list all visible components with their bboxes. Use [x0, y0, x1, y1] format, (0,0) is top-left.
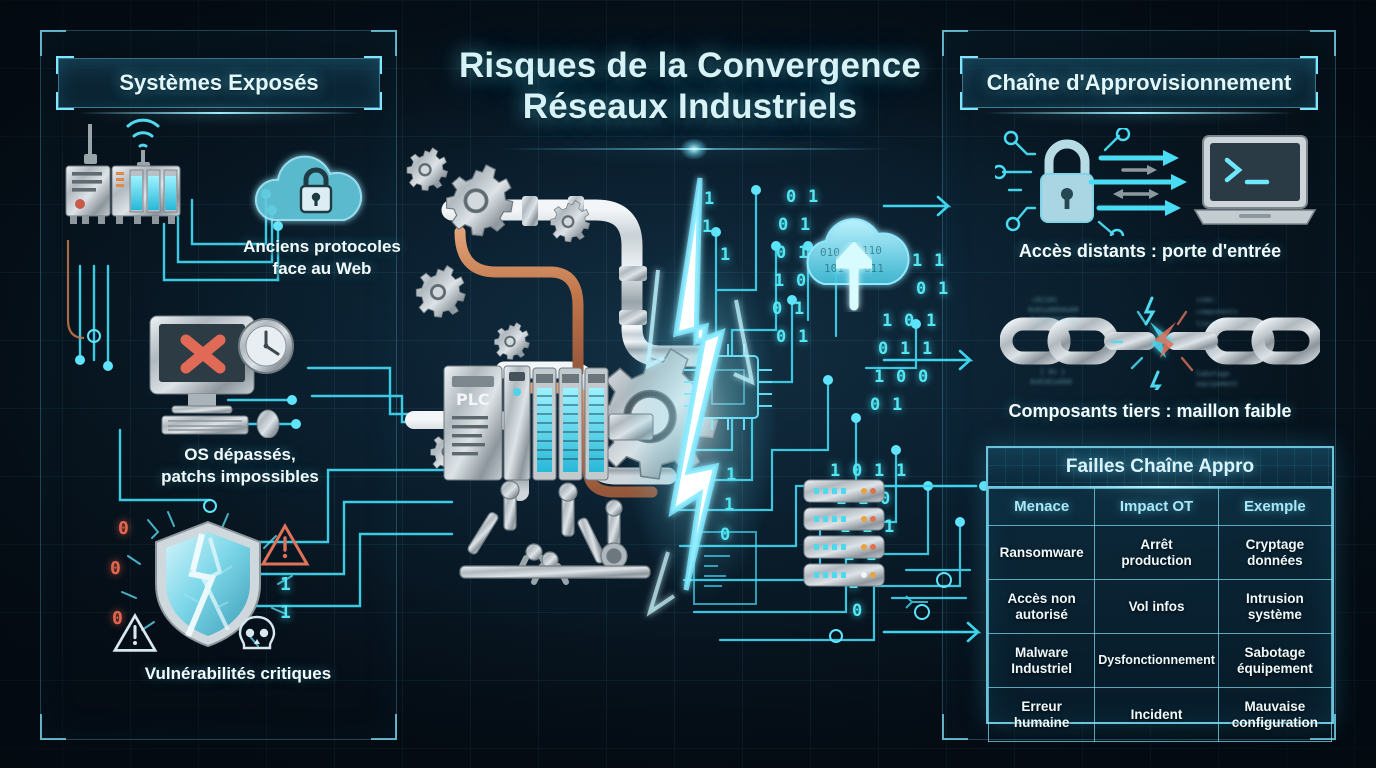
title-spark [680, 138, 708, 160]
corner-bracket-br [371, 714, 397, 740]
remote-access-group [995, 128, 1317, 236]
cell-impact: Vol infos [1094, 579, 1219, 634]
warning-triangle-icon-2 [112, 612, 158, 652]
cell-menace: Accès non autorisé [987, 579, 1096, 634]
corner-bracket-tl [40, 30, 66, 56]
svg-text:components: components [1196, 308, 1238, 316]
left-panel-header: Systèmes Exposés [56, 56, 382, 114]
svg-text:tiers: tiers [1196, 320, 1217, 328]
table-row: Erreur humaine Incident Mauvaise configu… [987, 687, 1333, 742]
left-caption-2: OS dépassés, patchs impossibles [161, 445, 319, 486]
cell-menace: Ransomware [987, 525, 1096, 580]
warning-triangle-icon [260, 523, 310, 566]
cell-exemple: Sabotage équipement [1217, 633, 1333, 688]
svg-text:0x81a00b8a00: 0x81a00b8a00 [1028, 306, 1079, 314]
svg-text:0x201800m80: 0x201800m80 [1030, 316, 1076, 324]
skull-icon [238, 615, 276, 650]
table-row: Malware Industriel Dysfonctionnement Sab… [987, 633, 1333, 688]
corner-bracket-bl [40, 714, 66, 740]
svg-text:0x0181a000: 0x0181a000 [1030, 378, 1072, 386]
svg-text:Sabotage: Sabotage [1196, 370, 1230, 378]
corner-bracket-tr [1310, 30, 1336, 56]
left-caption-1: Anciens protocoles face au Web [243, 237, 401, 278]
industrial-controller-rack-icon [65, 118, 181, 224]
data-flow-arrows [1088, 155, 1174, 211]
cell-exemple: Mauvaise configuration [1217, 687, 1333, 742]
title-line-1: Risques de la Convergence [458, 46, 922, 85]
table-title: Failles Chaîne Appro [988, 448, 1332, 488]
cell-impact: Incident [1094, 687, 1219, 742]
right-caption-2: Composants tiers : maillon faible [1008, 401, 1292, 421]
svg-text:010: 010 [820, 246, 840, 259]
svg-text:code:: code: [1196, 296, 1217, 304]
svg-text:{ 0x }: { 0x } [1040, 368, 1065, 376]
cloud-lock-icon [254, 155, 363, 221]
cell-exemple: Intrusion système [1217, 579, 1333, 634]
left-panel-header-label: Systèmes Exposés [119, 70, 319, 95]
title-line-2: Réseaux Industriels [522, 86, 858, 126]
table-header-row: Menace Impact OT Exemple [987, 488, 1333, 526]
shield-bit-1: 0 [110, 558, 121, 579]
right-panel-header: Chaîne d'Approvisionnement [960, 56, 1318, 114]
corner-bracket-bl [942, 714, 968, 740]
shield-bit-3: 1 [280, 574, 291, 595]
corner-bracket-tr [371, 30, 397, 56]
table-header-menace: Menace [987, 488, 1096, 526]
cell-impact: Dysfonctionnement [1094, 633, 1219, 688]
cell-menace: Malware Industriel [987, 633, 1096, 688]
table-header-impact-ot: Impact OT [1094, 488, 1219, 526]
right-panel-header-label: Chaîne d'Approvisionnement [986, 70, 1292, 95]
page-title: Risques de la Convergence Réseaux Indust… [430, 46, 950, 127]
plc-label: PLC [456, 390, 490, 409]
clock-icon [238, 318, 294, 374]
left-caption-3: Vulnérabilités critiques [144, 664, 332, 683]
shield-bit-4: 1 [280, 602, 291, 623]
failures-table: Menace Impact OT Exemple Ransomware Arrê… [987, 488, 1333, 742]
desktop-computer-error-icon [149, 315, 294, 438]
svg-text:equipement: equipement [1196, 380, 1238, 388]
right-caption-1: Accès distants : porte d'entrée [1018, 241, 1282, 261]
shield-bit-0: 0 [118, 518, 129, 539]
table-row: Accès non autorisé Vol infos Intrusion s… [987, 579, 1333, 634]
padlock-icon [1040, 139, 1094, 223]
table-row: Ransomware Arrêt production Cryptage don… [987, 525, 1333, 580]
broken-chain-icon: c01181 0x81a00b8a00 0x201800m80 code: comp… [1000, 296, 1320, 390]
table-header-exemple: Exemple [1217, 488, 1333, 526]
cell-impact: Arrêt production [1094, 525, 1219, 580]
supply-chain-failures-table: Failles Chaîne Appro Menace Impact OT Ex… [986, 446, 1334, 742]
lightning-bolt-icon [1143, 296, 1156, 326]
cell-exemple: Cryptage données [1217, 525, 1333, 580]
cell-menace: Erreur humaine [987, 687, 1096, 742]
svg-text:c01181: c01181 [1032, 296, 1057, 304]
server-stack-icon [803, 479, 885, 587]
laptop-terminal-icon [1193, 135, 1317, 225]
